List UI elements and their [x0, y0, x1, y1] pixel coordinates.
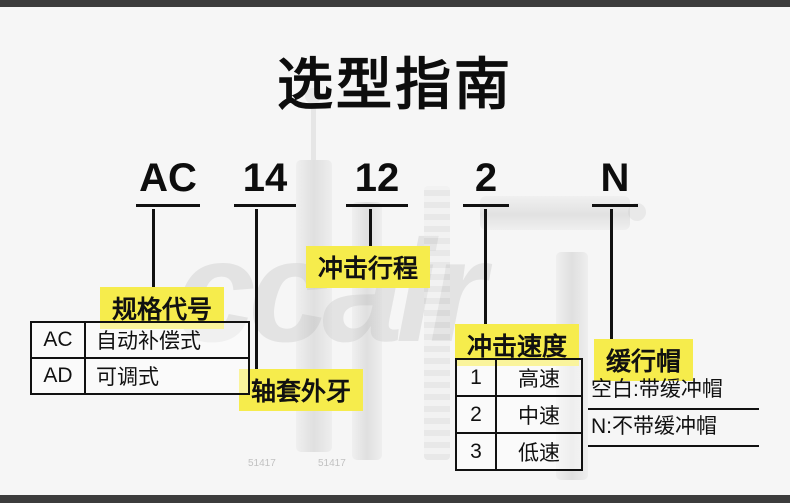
- table-row: 1 高速: [457, 360, 581, 395]
- shock-absorber-tip-icon: [305, 88, 321, 104]
- connector-line-spec: [152, 209, 155, 287]
- speed-description: 中速: [518, 404, 560, 428]
- connector-line-bushing: [255, 209, 258, 371]
- table-row: 3 低速: [457, 432, 581, 469]
- callout-impact-stroke: 冲击行程: [306, 246, 431, 288]
- speed-code-value: 1: [457, 360, 497, 395]
- table-row: AD 可调式: [32, 357, 248, 393]
- callout-buffer-cap: 缓行帽: [594, 339, 694, 381]
- connector-line-speed: [484, 209, 487, 325]
- watermark-part-number: 51417: [248, 458, 276, 469]
- bottom-frame-bar: [0, 495, 790, 503]
- model-segment-bushing-thread: 14: [234, 156, 296, 207]
- spec-code-description: 自动补偿式: [96, 330, 201, 353]
- shock-absorber-rod-icon: [311, 103, 316, 160]
- model-segment-speed: 2: [463, 156, 509, 207]
- cylinder-watermark-icon: [480, 196, 630, 230]
- connector-line-cap: [610, 209, 613, 339]
- table-row: 2 中速: [457, 395, 581, 432]
- cylinder-tip-icon: [628, 203, 646, 221]
- spec-code-table: AC 自动补偿式 AD 可调式: [30, 321, 250, 395]
- buffer-cap-note: N:不带缓冲帽: [588, 410, 759, 447]
- speed-code-value: 3: [457, 434, 497, 469]
- spring-watermark-icon: [424, 186, 450, 460]
- connector-line-stroke: [369, 209, 372, 247]
- spec-code-description: 可调式: [96, 366, 159, 389]
- speed-code-value: 2: [457, 397, 497, 432]
- model-segment-series: AC: [136, 156, 200, 207]
- table-row: AC 自动补偿式: [32, 323, 248, 357]
- shock-absorber-watermark-icon: [352, 202, 382, 460]
- spec-code-value: AC: [32, 323, 86, 357]
- watermark-part-number: 51417: [318, 458, 346, 469]
- callout-bushing-thread: 轴套外牙: [239, 369, 364, 411]
- page-title: 选型指南: [277, 53, 513, 116]
- speed-description: 高速: [518, 367, 560, 391]
- top-frame-bar: [0, 0, 790, 7]
- model-segment-cap: N: [592, 156, 638, 207]
- buffer-cap-notes: 空白:带缓冲帽 N:不带缓冲帽: [588, 373, 759, 447]
- spec-code-value: AD: [32, 359, 86, 393]
- model-segment-stroke: 12: [346, 156, 408, 207]
- brand-watermark: ccair: [175, 210, 486, 372]
- impact-speed-table: 1 高速 2 中速 3 低速: [455, 358, 583, 471]
- buffer-cap-note: 空白:带缓冲帽: [588, 373, 759, 410]
- speed-description: 低速: [518, 441, 560, 465]
